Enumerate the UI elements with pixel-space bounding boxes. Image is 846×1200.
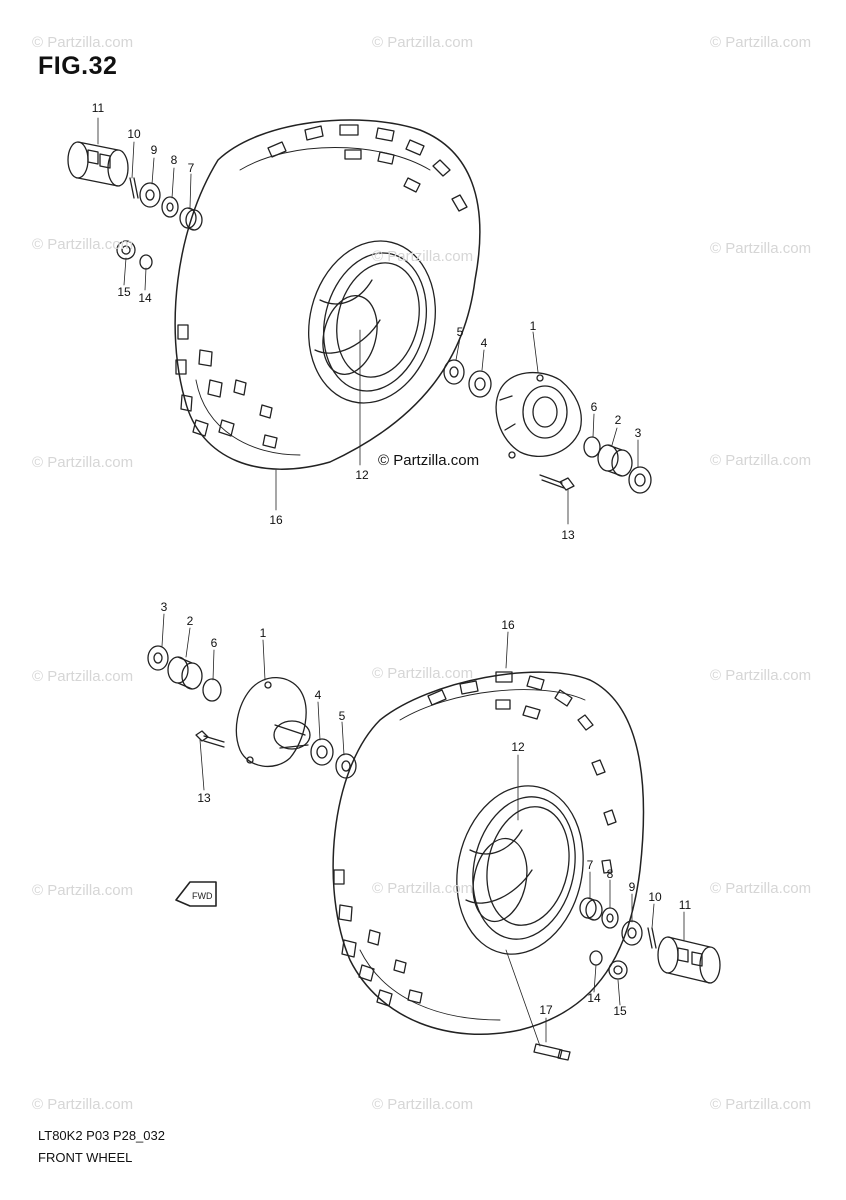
bearing-3-upper [628, 466, 652, 494]
rim-upper [308, 240, 436, 404]
watermark: © Partzilla.com [710, 880, 812, 897]
callout-label: 8 [170, 153, 178, 167]
leader-lines-upper [97, 117, 639, 525]
callout-label: 14 [138, 291, 152, 305]
watermark: © Partzilla.com [32, 236, 134, 253]
callout-label: 3 [634, 426, 642, 440]
castle-nut-lower [621, 920, 643, 946]
lug-nut-lower [608, 960, 628, 980]
callout-label: 9 [628, 880, 636, 894]
callout-label: 13 [561, 528, 575, 542]
partzilla-credit: © Partzilla.com [378, 452, 480, 469]
cotter-pin-lower [647, 927, 657, 949]
lock-washer-upper [139, 254, 153, 270]
figure-title: FIG.32 [38, 52, 118, 80]
hub-cap-upper [67, 141, 129, 187]
watermark: © Partzilla.com [710, 1096, 812, 1113]
watermark: © Partzilla.com [372, 1096, 474, 1113]
watermark: © Partzilla.com [710, 667, 812, 684]
bearing-2-lower [167, 656, 203, 690]
callout-label: 3 [160, 600, 168, 614]
callout-label: 14 [587, 991, 601, 1005]
watermark: © Partzilla.com [372, 248, 474, 265]
watermark: © Partzilla.com [372, 34, 474, 51]
watermark: © Partzilla.com [32, 34, 134, 51]
callout-label: 2 [614, 413, 622, 427]
spacer-upper [179, 207, 203, 231]
callout-label: 10 [127, 127, 141, 141]
callout-label: 1 [259, 626, 267, 640]
callout-label: 5 [338, 709, 346, 723]
callout-label: 16 [501, 618, 515, 632]
tire-lower [332, 671, 645, 1035]
callout-label: 11 [678, 898, 692, 912]
front-direction-arrow-icon: FWD [175, 881, 217, 907]
watermark: © Partzilla.com [32, 668, 134, 685]
rim-lower [456, 785, 584, 955]
watermark: © Partzilla.com [710, 240, 812, 257]
callout-label: 6 [210, 636, 218, 650]
hub-cap-lower [657, 936, 721, 984]
callout-label: 10 [648, 890, 662, 904]
watermark: © Partzilla.com [32, 1096, 134, 1113]
bearing-4-upper [468, 370, 492, 398]
callout-label: 11 [91, 101, 105, 115]
washer-lower [601, 907, 619, 929]
callout-label: 17 [539, 1003, 553, 1017]
hub-bolt-upper [539, 474, 575, 491]
washer-upper [161, 196, 179, 218]
arrow-text: FWD [192, 891, 213, 901]
castle-nut-upper [139, 182, 161, 208]
watermark: © Partzilla.com [372, 880, 474, 897]
callout-label: 1 [529, 319, 537, 333]
callout-label: 5 [456, 325, 464, 339]
hub-upper [495, 371, 582, 459]
diagram-name: FRONT WHEEL [38, 1150, 133, 1165]
callout-label: 4 [480, 336, 488, 350]
callout-label: 9 [150, 143, 158, 157]
callout-label: 6 [590, 400, 598, 414]
watermark: © Partzilla.com [32, 882, 134, 899]
watermark: © Partzilla.com [710, 452, 812, 469]
callout-label: 15 [117, 285, 131, 299]
callout-label: 12 [511, 740, 525, 754]
bearing-2-upper [597, 444, 633, 477]
tire-valve [533, 1043, 571, 1061]
watermark: © Partzilla.com [372, 665, 474, 682]
callout-label: 16 [269, 513, 283, 527]
callout-label: 2 [186, 614, 194, 628]
callout-label: 12 [355, 468, 369, 482]
watermark: © Partzilla.com [32, 454, 134, 471]
bearing-5-lower [335, 753, 357, 779]
callout-label: 7 [586, 858, 594, 872]
tire-upper [174, 119, 481, 470]
callout-label: 4 [314, 688, 322, 702]
spacer-lower [579, 897, 603, 921]
hub-lower [235, 677, 311, 768]
bearing-4-lower [310, 738, 334, 766]
hub-bolt-lower [195, 730, 225, 748]
cotter-pin-upper [129, 177, 139, 199]
bearing-5-upper [443, 359, 465, 385]
callout-label: 15 [613, 1004, 627, 1018]
spacer-6-lower [202, 678, 222, 702]
callout-label: 13 [197, 791, 211, 805]
watermark: © Partzilla.com [710, 34, 812, 51]
callout-label: 8 [606, 867, 614, 881]
spacer-6-upper [583, 436, 601, 458]
callout-label: 7 [187, 161, 195, 175]
diagram-code: LT80K2 P03 P28_032 [38, 1128, 165, 1143]
leader-lines-lower [161, 613, 685, 1047]
lock-washer-lower [589, 950, 603, 966]
bearing-3-lower [147, 645, 169, 671]
